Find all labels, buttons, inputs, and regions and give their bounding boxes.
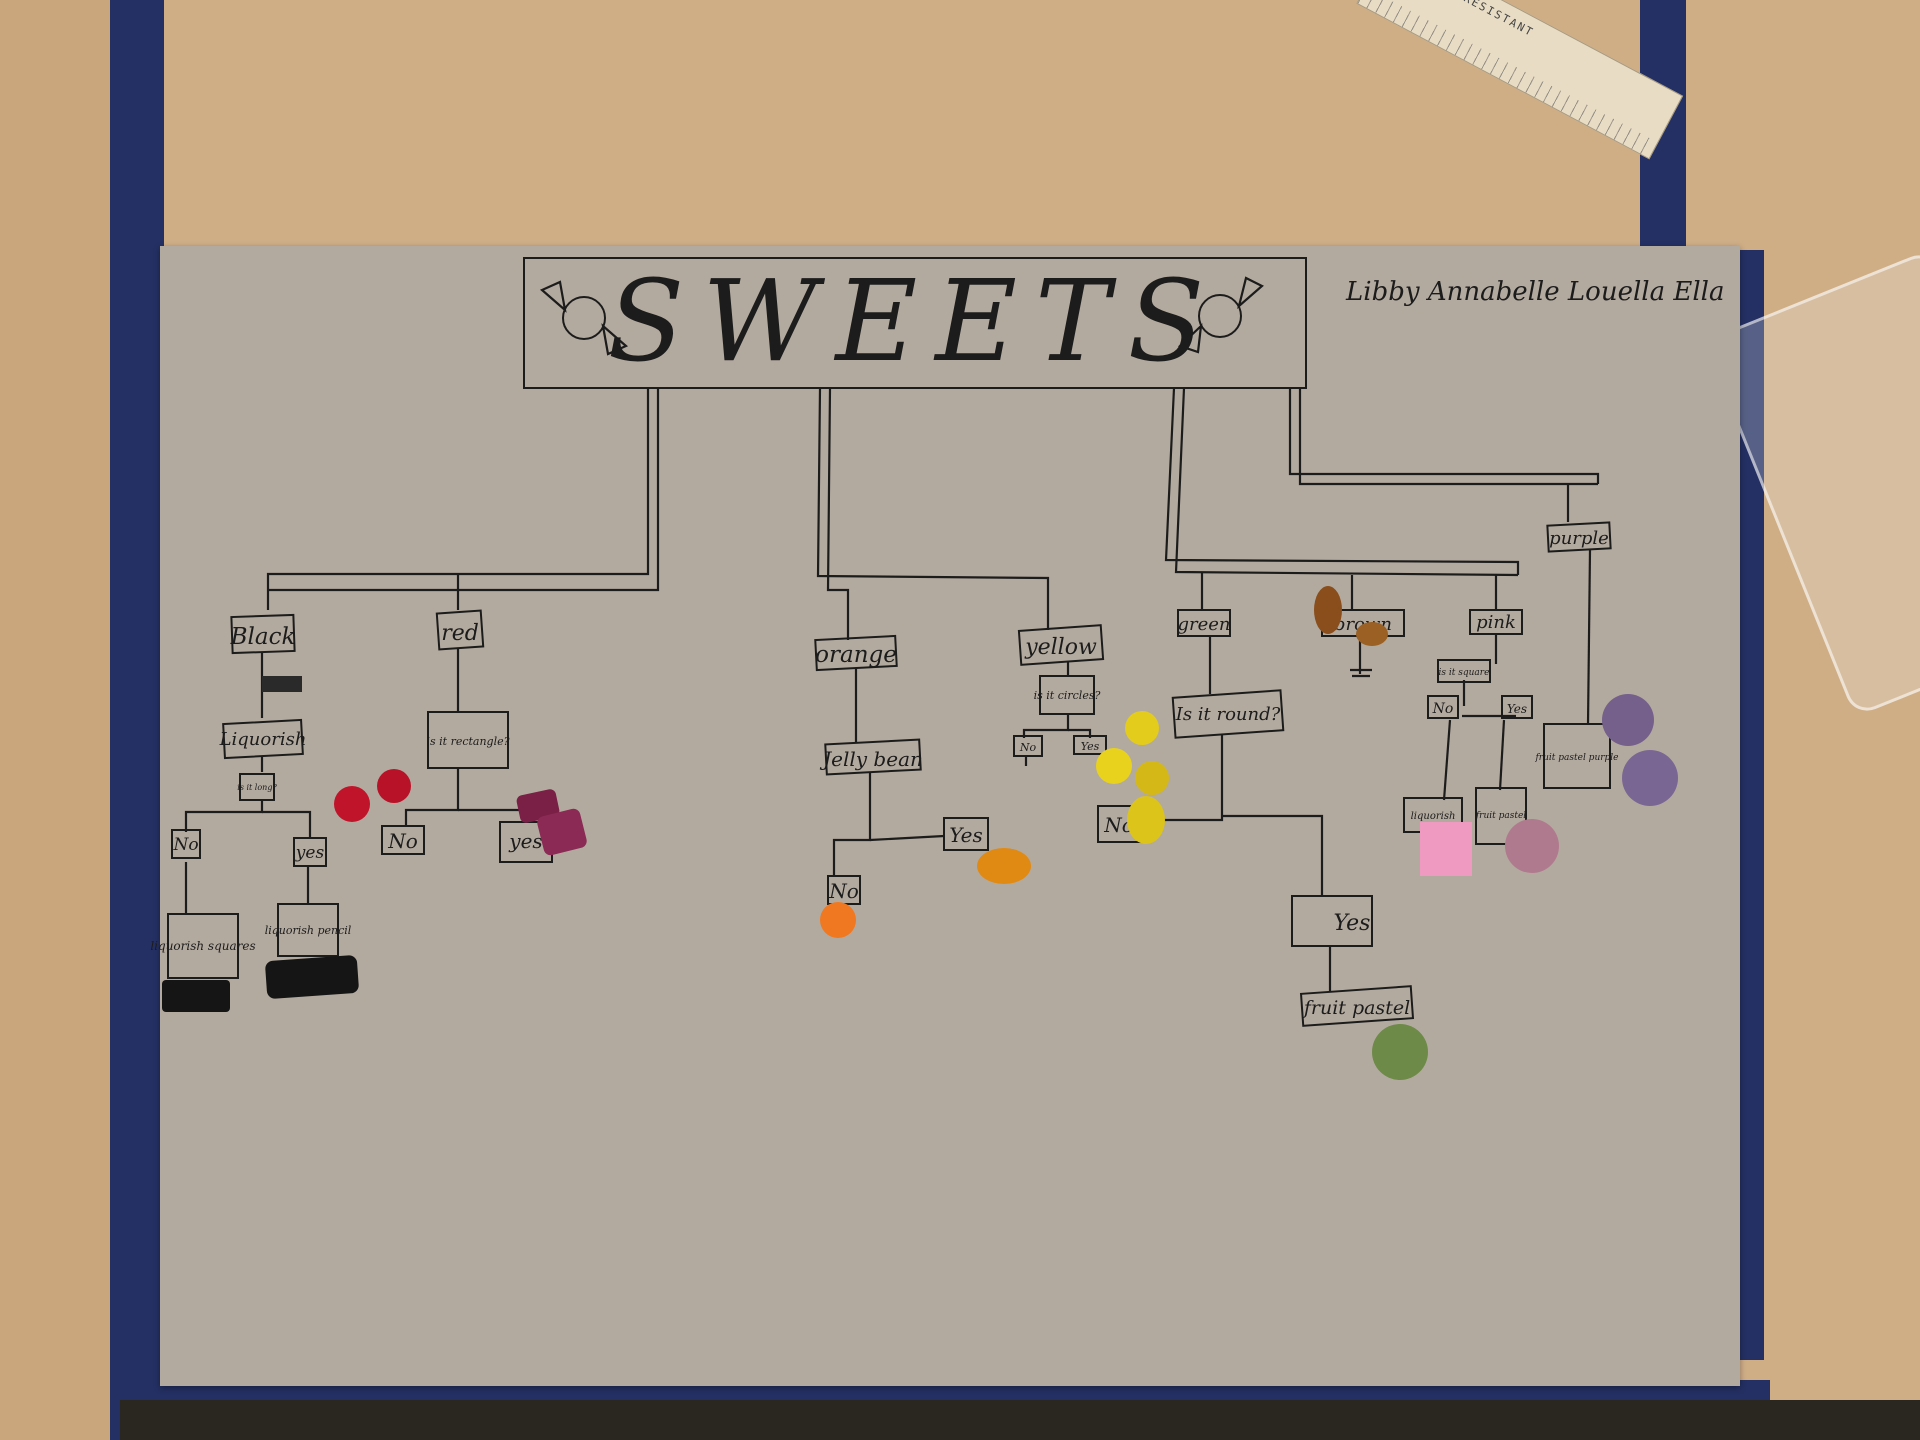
node-pink: pink	[1469, 609, 1523, 635]
node-yes-black: yes	[293, 837, 327, 867]
svg-text:liquorish squares: liquorish squares	[150, 939, 255, 953]
red-sweet	[377, 769, 411, 803]
connector-lines	[184, 387, 1600, 992]
node-fruit-pastel-pink: fruit pastel	[1475, 787, 1527, 845]
pink-square-sweet	[1420, 822, 1472, 876]
orange-jelly-bean	[977, 848, 1031, 884]
node-liquorish-squares: liquorish squares	[150, 913, 256, 979]
svg-text:is it circles?: is it circles?	[1034, 689, 1101, 702]
svg-text:No: No	[1432, 701, 1454, 717]
node-purple: purple	[1546, 521, 1612, 553]
node-is-it-rectangle: is it rectangle?	[426, 711, 510, 769]
svg-text:green: green	[1177, 614, 1230, 635]
node-yes-pink: Yes	[1501, 695, 1533, 719]
svg-text:liquorish: liquorish	[1411, 811, 1456, 822]
svg-text:Liquorish: Liquorish	[219, 729, 307, 750]
yellow-sweet	[1096, 748, 1132, 784]
svg-text:Yes: Yes	[1507, 702, 1527, 716]
node-is-it-circles: is it circles?	[1034, 675, 1101, 715]
svg-text:Jelly bean: Jelly bean	[819, 747, 923, 771]
svg-text:purple: purple	[1549, 528, 1609, 549]
table-edge	[120, 1400, 1920, 1440]
node-yellow: yellow	[1017, 624, 1105, 666]
svg-text:red: red	[441, 621, 479, 646]
svg-text:Yes: Yes	[949, 823, 983, 847]
svg-text:Is it round?: Is it round?	[1175, 704, 1281, 725]
brown-jelly-bean	[1356, 622, 1388, 646]
node-fruit-pastel-purple: fruit pastel purple	[1534, 723, 1619, 789]
title-box	[523, 257, 1307, 389]
desk-left	[0, 0, 120, 1440]
svg-text:fruit pastel: fruit pastel	[1302, 997, 1410, 1019]
node-is-it-round: Is it round?	[1171, 689, 1285, 739]
svg-text:yellow: yellow	[1024, 635, 1097, 660]
node-no-black: No	[171, 829, 201, 859]
wrapped-sweet-icon-left	[539, 280, 629, 356]
svg-text:is it square: is it square	[1439, 668, 1490, 678]
svg-text:liquorish pencil: liquorish pencil	[265, 924, 352, 937]
svg-text:No: No	[828, 879, 859, 903]
svg-text:is it long?: is it long?	[237, 783, 277, 792]
yellow-sweet	[1125, 711, 1159, 745]
yellow-sweet	[1135, 761, 1169, 795]
svg-text:yes: yes	[508, 829, 542, 853]
node-no-pink: No	[1427, 695, 1459, 719]
pink-fruit-pastel	[1505, 819, 1559, 873]
orange-sweet	[820, 902, 856, 938]
svg-text:fruit pastel purple: fruit pastel purple	[1534, 753, 1618, 763]
node-fruit-pastel-green: fruit pastel	[1299, 985, 1415, 1027]
svg-text:No: No	[387, 829, 418, 853]
diagram-title: SWEETS	[608, 257, 1223, 387]
svg-text:yes: yes	[295, 843, 325, 863]
svg-text:Black: Black	[230, 624, 296, 650]
sweets	[162, 586, 1678, 1080]
author-names: Libby Annabelle Louella Ella	[1345, 277, 1724, 307]
node-no-yellow: No	[1013, 735, 1043, 757]
liquorish-pencil-sweet	[265, 955, 359, 999]
node-is-it-square: is it square	[1437, 659, 1491, 683]
purple-fruit-pastel	[1622, 750, 1678, 806]
node-green: green	[1177, 609, 1231, 637]
rectangle-sweet	[537, 808, 587, 856]
green-fruit-pastel	[1372, 1024, 1428, 1080]
purple-fruit-pastel	[1602, 694, 1654, 746]
node-orange: orange	[814, 634, 898, 672]
node-no-orange: No	[827, 875, 861, 905]
liquorish-square-sweet	[162, 980, 230, 1012]
node-yes-green: Yes	[1291, 895, 1373, 947]
svg-text:Yes: Yes	[1081, 740, 1100, 753]
rectangle-sweet	[516, 789, 560, 823]
node-black: Black	[230, 613, 302, 692]
node-red: red	[435, 609, 485, 651]
svg-text:pink: pink	[1476, 612, 1516, 633]
red-sweet	[334, 786, 370, 822]
svg-text:No: No	[172, 835, 198, 855]
node-is-it-long: is it long?	[237, 773, 277, 801]
tray-rim-left	[110, 0, 164, 1440]
node-jelly-bean: Jelly bean	[819, 738, 923, 776]
black-colour-swatch	[262, 676, 302, 692]
svg-text:is it rectangle?: is it rectangle?	[426, 735, 509, 748]
svg-text:orange: orange	[815, 642, 897, 668]
node-liquorish: Liquorish	[219, 718, 307, 760]
svg-text:fruit pastel: fruit pastel	[1475, 811, 1526, 821]
yellow-sweet	[1127, 796, 1165, 844]
wrapped-sweet-icon-right	[1177, 276, 1264, 354]
svg-text:No: No	[1019, 741, 1037, 754]
node-liquorish-pencil: liquorish pencil	[265, 903, 352, 957]
tray-rim-right-lower	[1740, 250, 1764, 1360]
node-yes-yellow: Yes	[1073, 735, 1107, 755]
svg-text:Yes: Yes	[1334, 911, 1371, 936]
brown-jelly-bean	[1314, 586, 1342, 634]
node-no-red: No	[381, 825, 425, 855]
node-yes-orange: Yes	[943, 817, 989, 851]
